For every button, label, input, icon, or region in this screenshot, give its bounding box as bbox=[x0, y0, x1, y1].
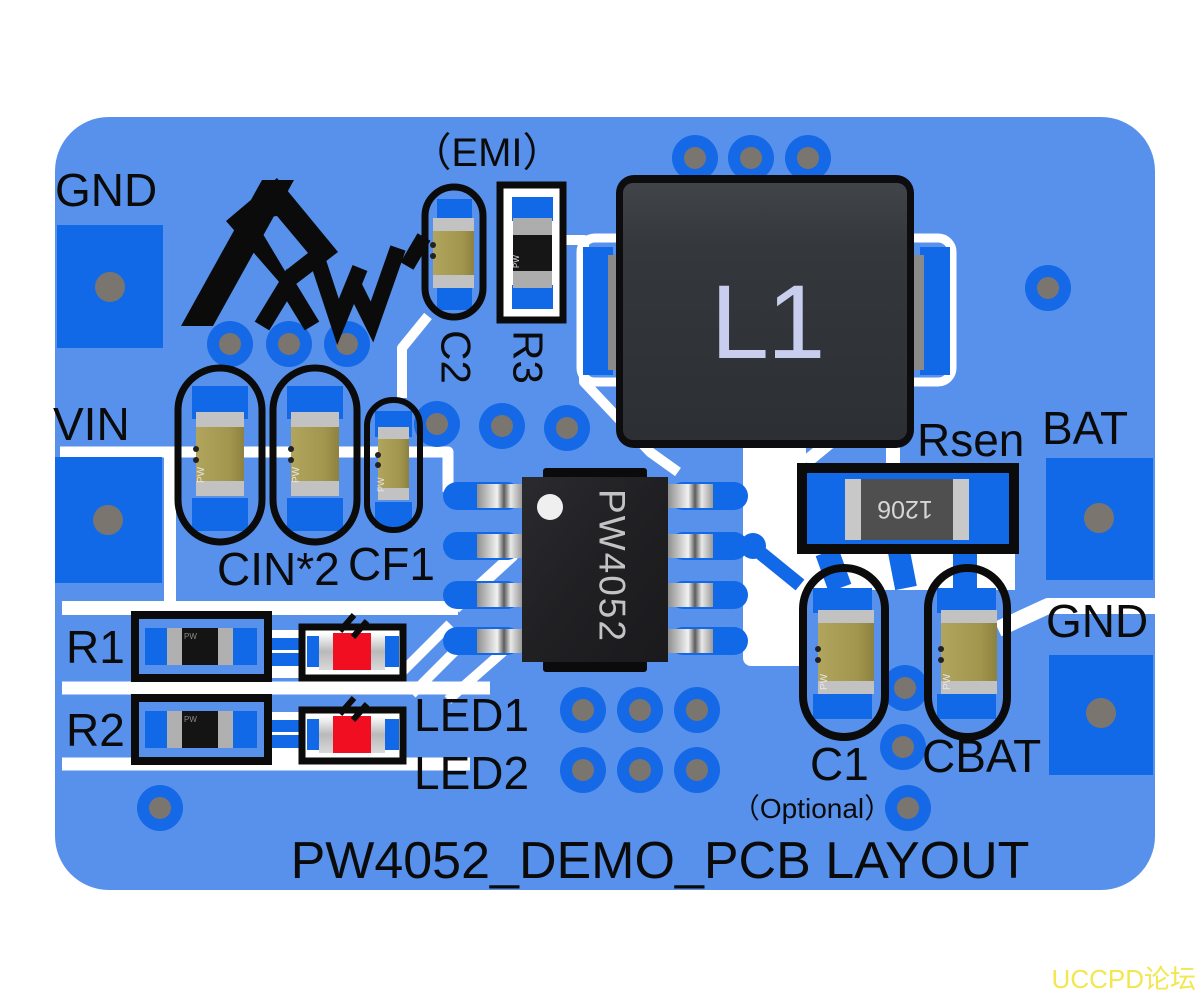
vin-pad bbox=[55, 457, 162, 583]
cf1-capacitor: PW bbox=[364, 397, 423, 533]
gnd-pad-top-left bbox=[57, 225, 163, 348]
pin1-dot-icon bbox=[537, 494, 563, 520]
cap-marking: PW bbox=[942, 673, 953, 690]
board-title: PW4052_DEMO_PCB LAYOUT bbox=[291, 832, 1030, 890]
c1-optional-note: （Optional） bbox=[732, 793, 892, 824]
led-arrow-icon bbox=[337, 696, 370, 722]
bat-pad bbox=[1046, 458, 1153, 580]
gnd-pad-right bbox=[1049, 655, 1153, 775]
r2-label: R2 bbox=[66, 704, 125, 756]
cap-marking: PW bbox=[184, 632, 197, 641]
manufacturer-logo-icon bbox=[181, 178, 431, 346]
cap-marking: PW bbox=[512, 255, 521, 268]
cap-marking: PW bbox=[376, 477, 386, 492]
cbat-capacitor: PW bbox=[924, 564, 1011, 741]
led-arrow-icon bbox=[337, 613, 370, 639]
cap-marking: PW bbox=[196, 466, 207, 483]
led2-label: LED2 bbox=[414, 747, 529, 799]
r1-resistor: PW bbox=[131, 611, 272, 682]
c1-label: C1 bbox=[810, 738, 869, 790]
r3-resistor: PW bbox=[496, 181, 567, 324]
l1-label: L1 bbox=[711, 264, 824, 381]
cf1-label: CF1 bbox=[348, 538, 435, 590]
r2-resistor: PW bbox=[131, 694, 272, 765]
c2-label: C2 bbox=[433, 330, 480, 384]
gnd-right-label: GND bbox=[1046, 595, 1148, 647]
led2-component bbox=[298, 696, 407, 765]
cin-label: CIN*2 bbox=[217, 543, 340, 595]
cin-capacitor-2: PW bbox=[269, 364, 361, 546]
cap-marking: PW bbox=[291, 466, 302, 483]
cbat-label: CBAT bbox=[922, 730, 1041, 782]
watermark: UCCPD论坛 bbox=[1052, 964, 1196, 994]
gnd-top-left-label: GND bbox=[55, 164, 157, 216]
rsen-marking: 1206 bbox=[877, 495, 933, 523]
cin-capacitor-1: PW bbox=[174, 364, 266, 546]
rsen-label: Rsen bbox=[917, 414, 1024, 466]
r3-label: R3 bbox=[505, 330, 552, 384]
chip-label: PW4052 bbox=[592, 489, 633, 643]
rsen-resistor: 1206 bbox=[797, 463, 1019, 554]
c2-capacitor bbox=[421, 183, 487, 321]
c1-capacitor: PW bbox=[799, 564, 889, 741]
pw4052-chip: PW4052 bbox=[443, 468, 748, 672]
led1-label: LED1 bbox=[414, 689, 529, 741]
bat-label: BAT bbox=[1042, 402, 1128, 454]
l1-inductor: L1 bbox=[583, 175, 950, 448]
blue-traces bbox=[266, 533, 977, 748]
led1-component bbox=[298, 613, 407, 682]
cap-marking: PW bbox=[184, 715, 197, 724]
vin-label: VIN bbox=[53, 398, 130, 450]
chip-pins bbox=[477, 484, 713, 653]
cap-marking: PW bbox=[819, 673, 830, 690]
r1-label: R1 bbox=[66, 621, 125, 673]
emi-label: （EMI） bbox=[411, 131, 562, 175]
